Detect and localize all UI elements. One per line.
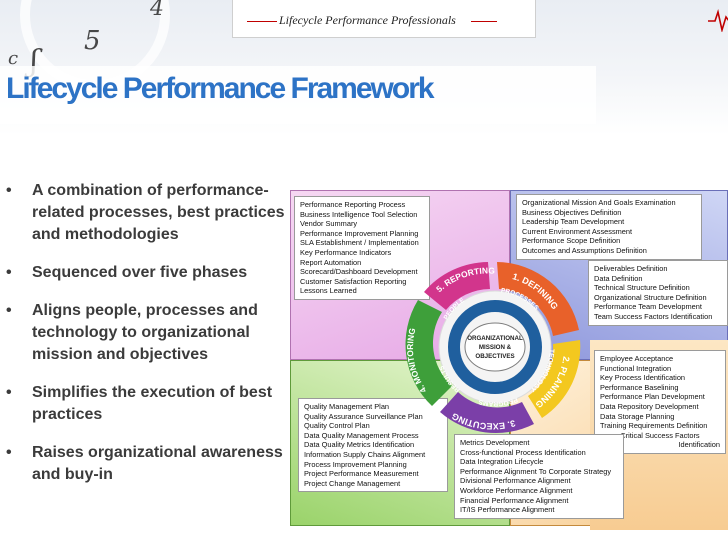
- planning-item: Data Repository Development: [600, 401, 699, 411]
- reporting-item: Vendor Summary: [300, 219, 358, 229]
- bullet-dot-icon: •: [6, 182, 12, 199]
- defining-item: Leadership Team Development: [522, 217, 625, 227]
- executing-box: Metrics Development Cross-functional Pro…: [454, 434, 624, 519]
- monitoring-item: Project Performance Measurement: [304, 469, 419, 479]
- phase-segment-monitoring: 4. MONITORING: [405, 300, 452, 406]
- planning-item: Data Storage Planning: [600, 411, 675, 421]
- bullet-item: • Aligns people, processes and technology…: [6, 300, 296, 366]
- reporting-item: SLA Establishment / Implementation: [300, 238, 419, 248]
- bullet-dot-icon: •: [6, 444, 12, 461]
- decorative-handwriting: 4: [150, 0, 164, 21]
- bullet-text: Raises organizational awareness and buy-…: [32, 444, 283, 483]
- phase-segment-executing: 3. EXECUTING: [440, 392, 534, 433]
- reporting-item: Performance Reporting Process: [300, 200, 406, 209]
- planning-item: Functional Integration: [600, 363, 672, 373]
- center-text: ORGANIZATIONAL: [467, 335, 523, 342]
- decorative-handwriting: c: [8, 48, 19, 69]
- planning-item: Identification: [678, 440, 721, 450]
- bullet-text: Aligns people, processes and technology …: [32, 302, 258, 363]
- bullet-dot-icon: •: [6, 302, 12, 319]
- framework-diagram: Performance Reporting Process Business I…: [290, 190, 728, 530]
- monitoring-box: Quality Management Plan Quality Assuranc…: [298, 398, 448, 493]
- executing-item: Data Integration Lifecycle: [460, 457, 544, 467]
- executing-item: IT/IS Performance Alignment: [460, 505, 555, 515]
- inner-labels-ring: [448, 300, 542, 394]
- defining-item: Performance Scope Definition: [522, 236, 621, 246]
- monitoring-item: Process Improvement Planning: [304, 459, 407, 469]
- brand-name: Lifecycle Performance Professionals: [279, 13, 456, 27]
- defining-item: Technical Structure Definition: [594, 283, 690, 293]
- planning-item: Performance Baselining: [600, 382, 679, 392]
- monitoring-item: Quality Assurance Surveillance Plan: [304, 411, 423, 421]
- decorative-handwriting: ʃ: [30, 44, 39, 79]
- bullet-text: Simplifies the execution of best practic…: [32, 384, 273, 423]
- bullet-item: • Simplifies the execution of best practi…: [6, 382, 296, 426]
- center-text: MISSION &: [479, 344, 512, 351]
- defining-item: Current Environment Assessment: [522, 226, 633, 236]
- reporting-item: Business Intelligence Tool Selection: [300, 209, 418, 219]
- bullet-item: • A combination of performance-related pr…: [6, 180, 296, 246]
- monitoring-item: Data Quality Management Process: [304, 430, 419, 440]
- heartbeat-icon: [708, 9, 728, 32]
- center-ellipse: [464, 322, 526, 372]
- brand-logo: Lifecycle Performance Professionals: [232, 0, 728, 38]
- bullet-dot-icon: •: [6, 264, 12, 281]
- bullet-item: • Sequenced over five phases: [6, 262, 296, 284]
- reporting-box: Performance Reporting Process Business I…: [294, 196, 430, 300]
- executing-item: Cross-functional Process Identification: [460, 447, 586, 457]
- monitoring-item: Quality Management Plan: [304, 402, 390, 411]
- executing-item: Workforce Performance Alignment: [460, 485, 573, 495]
- monitoring-item: Data Quality Metrics Identification: [304, 440, 415, 450]
- defining-box: Organizational Mission And Goals Examina…: [516, 194, 702, 260]
- inner-label-programs: PROGRAMS: [477, 396, 518, 407]
- defining-item: Outcomes and Assumptions Definition: [522, 245, 647, 255]
- reporting-item: Report Automation: [300, 257, 362, 267]
- defining-item: Performance Team Development: [594, 302, 702, 312]
- executing-item: Metrics Development: [460, 438, 530, 447]
- reporting-item: Performance Improvement Planning: [300, 228, 419, 238]
- bullet-text: Sequenced over five phases: [32, 264, 248, 281]
- monitoring-item: Quality Control Plan: [304, 421, 370, 431]
- bullet-text: A combination of performance-related pro…: [32, 182, 285, 243]
- bullet-dot-icon: •: [6, 384, 12, 401]
- defining-box-secondary: Deliverables Definition Data Definition …: [588, 260, 728, 326]
- title-band: [0, 66, 596, 124]
- planning-item: Critical Success Factors: [620, 430, 700, 440]
- defining-item: Organizational Structure Definition: [594, 292, 707, 302]
- defining-item: Team Success Factors Identification: [594, 311, 713, 321]
- page-title: Lifecycle Performance Framework: [6, 72, 435, 105]
- executing-item: Performance Alignment To Corporate Strat…: [460, 466, 612, 476]
- executing-item: Divisional Performance Alignment: [460, 476, 571, 486]
- monitoring-item: Project Change Management: [304, 478, 401, 488]
- logo-rule-left: [247, 21, 277, 22]
- reporting-item: Customer Satisfaction Reporting: [300, 276, 407, 286]
- center-text: OBJECTIVES: [475, 353, 514, 360]
- defining-item: Business Objectives Definition: [522, 207, 622, 217]
- reporting-item: Lessons Learned: [300, 286, 357, 296]
- defining-item: Organizational Mission And Goals Examina…: [522, 198, 676, 207]
- defining-item: Data Definition: [594, 273, 643, 283]
- decorative-handwriting: 5: [84, 26, 101, 56]
- executing-item: Financial Performance Alignment: [460, 495, 569, 505]
- bullet-item: • Raises organizational awareness and buy…: [6, 442, 296, 486]
- bullet-list: • A combination of performance-related pr…: [6, 180, 296, 502]
- reporting-item: Scorecard/Dashboard Development: [300, 267, 418, 277]
- monitoring-item: Information Supply Chains Alignment: [304, 449, 426, 459]
- planning-item: Performance Plan Development: [600, 392, 705, 402]
- defining-item: Deliverables Definition: [594, 264, 668, 273]
- lifecycle-wheel: 1. DEFINING 2. PLANNING 3. EXECUTING 4. …: [405, 262, 581, 433]
- planning-item: Employee Acceptance: [600, 354, 674, 363]
- logo-rule-right: [471, 21, 497, 22]
- planning-item: Key Process Identification: [600, 373, 686, 383]
- reporting-item: Key Performance Indicators: [300, 247, 392, 257]
- planning-item: Training Requirements Definition: [600, 421, 708, 431]
